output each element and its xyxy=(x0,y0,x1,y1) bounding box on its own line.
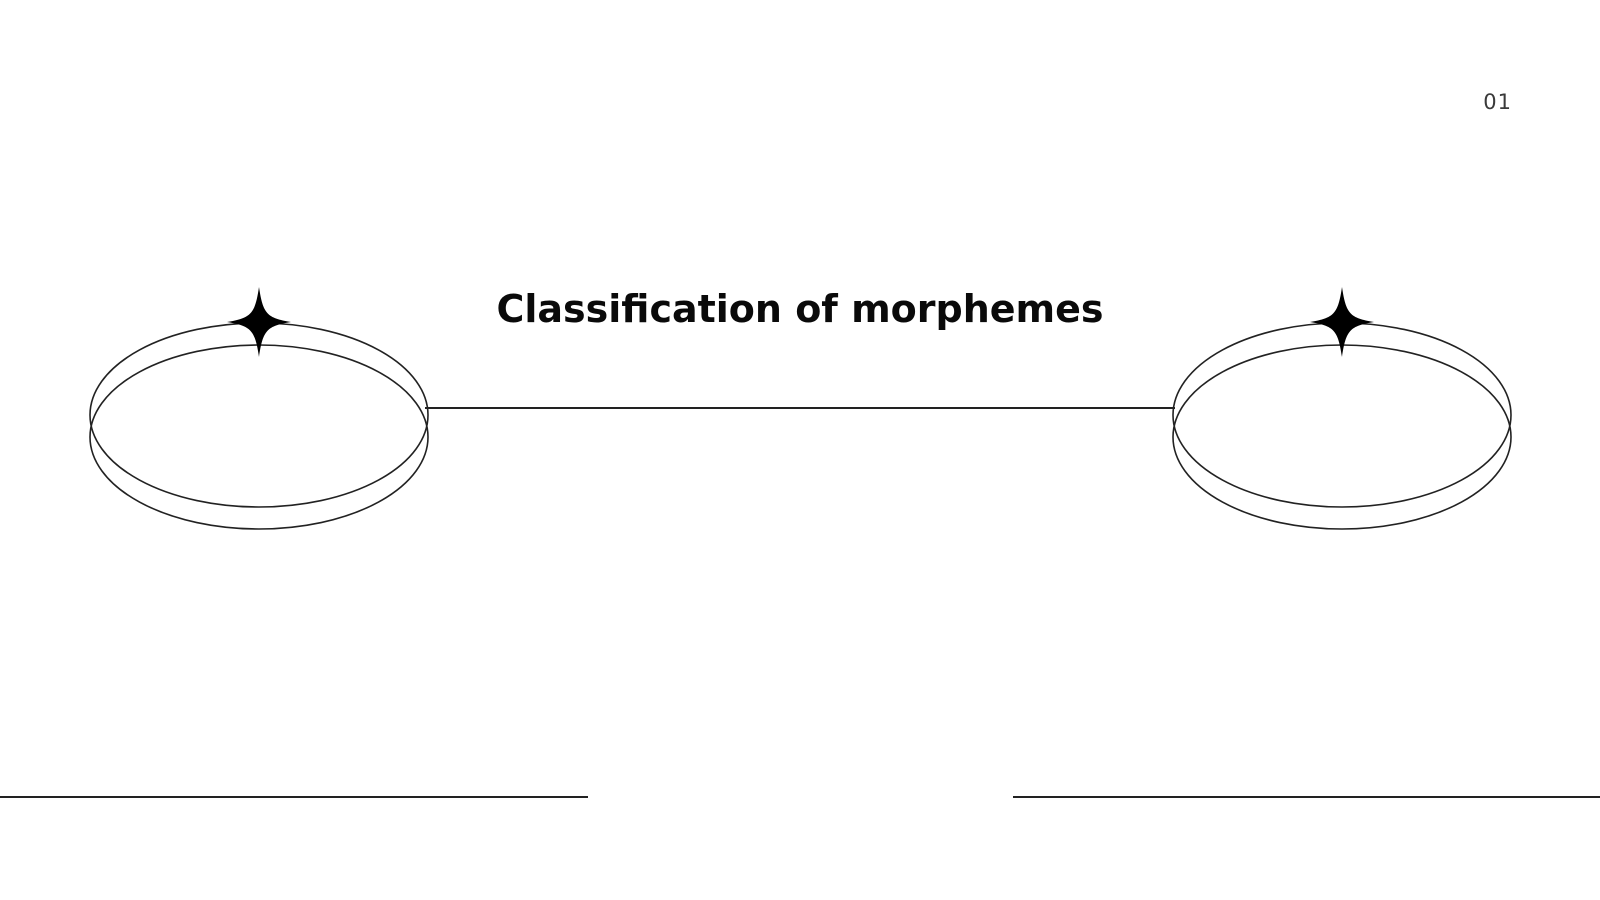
slide-title: Classification of morphemes xyxy=(496,287,1104,331)
page-number: 01 xyxy=(1483,90,1512,114)
sparkle-star-icon xyxy=(1310,287,1374,357)
sparkle-star-icon xyxy=(227,287,291,357)
